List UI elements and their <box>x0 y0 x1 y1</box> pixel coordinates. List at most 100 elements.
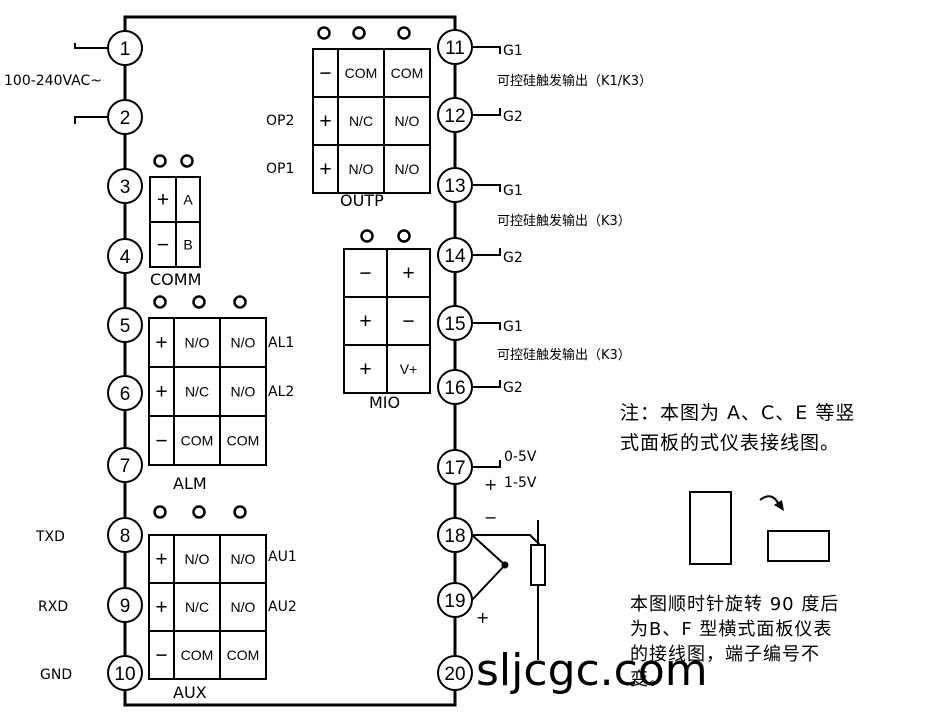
aux-name: AUX <box>173 683 207 702</box>
terminal-number: 7 <box>120 456 131 477</box>
terminal-number: 16 <box>444 378 465 399</box>
aux-cell: N/C <box>185 599 209 615</box>
g2-label-14: G2 <box>503 250 523 266</box>
al2-label: AL2 <box>268 384 295 400</box>
outp-cell: N/O <box>349 161 374 177</box>
terminal-number: 10 <box>114 664 135 685</box>
aux-cell: COM <box>181 647 214 663</box>
g1-label-15: G1 <box>503 319 523 335</box>
alm-cell: N/O <box>231 384 256 400</box>
note-vertical-panel: 注：本图为 A、C、E 等竖 式面板的式仪表接线图。 <box>620 402 856 454</box>
terminal-7: 7 <box>107 447 143 483</box>
alm-cell: + <box>155 332 167 355</box>
terminal-number: 9 <box>120 596 131 617</box>
g1-label-13: G1 <box>503 183 523 199</box>
aux-cell: + <box>155 596 167 619</box>
outp-cell: COM <box>391 65 424 81</box>
terminal-number: 8 <box>120 526 131 547</box>
mio-cell: + <box>402 262 414 285</box>
alm-cell: COM <box>181 433 214 449</box>
txd-label: TXD <box>36 529 65 545</box>
v05-label: 0-5V <box>504 449 537 465</box>
terminal-number: 20 <box>444 664 465 685</box>
mio-cell: V+ <box>400 361 418 377</box>
comm-cell: + <box>157 189 169 212</box>
comm-block: +A−B <box>149 154 201 268</box>
au1-label: AU1 <box>268 549 297 565</box>
plus-17-label: + <box>484 475 498 494</box>
mio-cell: − <box>359 262 371 285</box>
aux-cell: − <box>155 644 167 667</box>
outp-cell: + <box>319 110 331 133</box>
terminal-14: 14 <box>437 237 473 273</box>
alm-cell: N/O <box>231 335 256 351</box>
outp-name: OUTP <box>340 191 384 210</box>
right-leads <box>472 46 501 468</box>
op1-label: OP1 <box>266 161 295 177</box>
mio-name: MIO <box>369 393 401 412</box>
mio-block: − + + − + V+ <box>343 229 431 394</box>
terminal-number: 18 <box>444 526 465 547</box>
terminal-3: 3 <box>107 168 143 204</box>
alm-cell: COM <box>227 433 260 449</box>
gnd-label: GND <box>40 667 73 683</box>
outp-cell: − <box>319 62 331 85</box>
terminal-18: 18 <box>437 517 473 553</box>
terminal-5: 5 <box>107 307 143 343</box>
terminal-9: 9 <box>107 587 143 623</box>
terminal-number: 3 <box>120 177 131 198</box>
aux-cell: COM <box>227 647 260 663</box>
comm-name: COMM <box>150 270 202 289</box>
power-lead-1 <box>74 43 108 49</box>
aux-cell: + <box>155 548 167 571</box>
power-voltage-label: 100-240VAC~ <box>4 73 103 89</box>
g1-label-11: G1 <box>503 43 523 59</box>
terminal-4: 4 <box>107 238 143 274</box>
terminal-16: 16 <box>437 369 473 405</box>
junction-dot <box>501 561 509 569</box>
mio-cell: − <box>402 310 414 333</box>
terminal-17: 17 <box>437 449 473 485</box>
alm-cell: N/C <box>185 384 209 400</box>
terminal-19: 19 <box>437 582 473 618</box>
terminal-number: 11 <box>445 38 465 59</box>
terminal-number: 13 <box>444 176 465 197</box>
aux-cell: N/O <box>185 551 210 567</box>
power-lead-2 <box>74 116 108 124</box>
terminal-2: 2 <box>107 99 143 135</box>
terminal-number: 14 <box>444 246 466 267</box>
aux-cell: N/O <box>231 599 256 615</box>
vertical-panel-icon <box>689 491 732 565</box>
terminal-number: 17 <box>444 458 465 479</box>
minus-18-label: − <box>484 508 498 527</box>
mio-cell: + <box>359 310 371 333</box>
al1-label: AL1 <box>268 335 295 351</box>
terminal-number: 4 <box>120 247 131 268</box>
scr-output-label-1: 可控硅触发输出（K1/K3） <box>497 74 652 89</box>
v15-label: 1-5V <box>504 475 537 491</box>
terminal-number: 15 <box>444 314 465 335</box>
g2-label-16: G2 <box>503 380 523 396</box>
op2-label: OP2 <box>266 113 295 129</box>
mio-cell: + <box>359 358 371 381</box>
plus-19-label: + <box>476 608 490 627</box>
outp-cell: + <box>319 158 331 181</box>
alm-cell: + <box>155 381 167 404</box>
terminal-13: 13 <box>437 167 473 203</box>
terminal-number: 19 <box>444 591 465 612</box>
horizontal-panel-icon <box>767 530 830 562</box>
terminal-number: 6 <box>120 384 131 405</box>
terminal-6: 6 <box>107 375 143 411</box>
comm-cell: B <box>183 237 192 253</box>
alm-cell: N/O <box>185 335 210 351</box>
scr-output-label-2: 可控硅触发输出（K3） <box>497 214 631 229</box>
comm-cell: − <box>157 234 169 257</box>
sensor-wiring <box>471 520 546 660</box>
alm-cell: − <box>155 430 167 453</box>
